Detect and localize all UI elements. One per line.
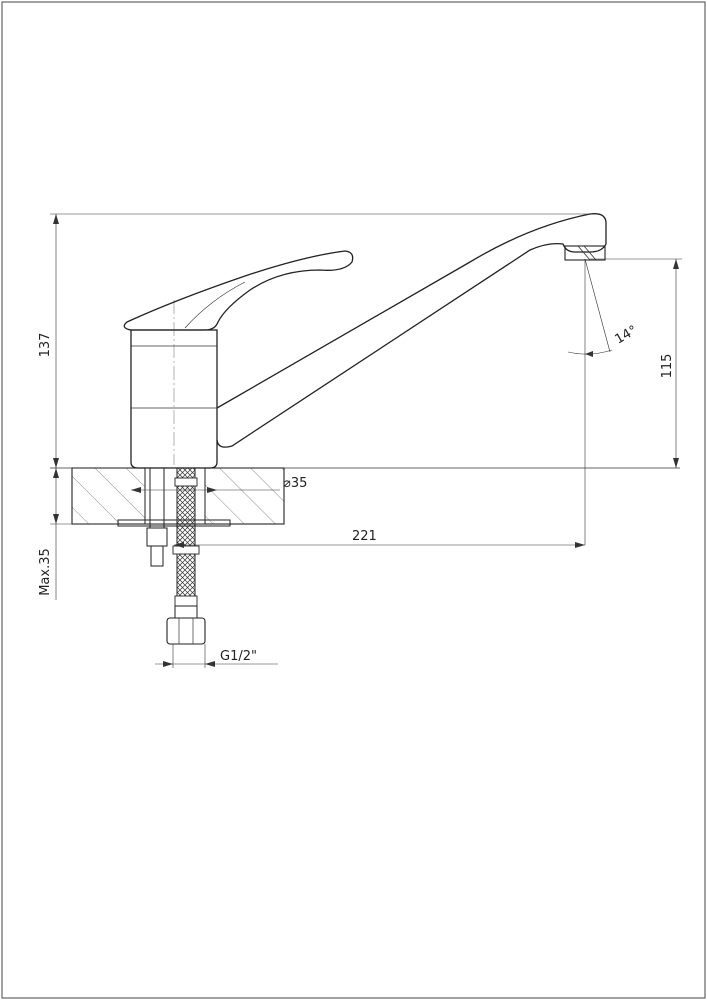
dim-max-countertop: Max.35 (38, 468, 118, 600)
label-spout-reach: 221 (352, 529, 377, 544)
lever-handle (123, 250, 354, 331)
spout (216, 213, 607, 448)
label-spout-angle: 14° (613, 323, 640, 348)
faucet-body (130, 300, 218, 469)
label-overall-height: 137 (38, 333, 53, 358)
supply-hoses (146, 467, 206, 645)
label-max-countertop: Max.35 (38, 548, 53, 596)
label-thread: G1/2" (220, 649, 257, 664)
hex-nut (166, 617, 206, 645)
dim-base-diameter: ⌀35 (131, 476, 307, 493)
label-spout-height: 115 (660, 354, 675, 379)
countertop-section (50, 467, 680, 527)
dim-spout-angle: 14° (567, 258, 640, 545)
label-base-diameter: ⌀35 (283, 476, 307, 491)
aerator (564, 245, 606, 261)
dim-thread: G1/2" (155, 644, 278, 668)
dim-spout-reach: 221 (174, 529, 585, 548)
dim-overall-height: 137 (38, 213, 600, 468)
dim-spout-height: 115 (590, 258, 682, 468)
